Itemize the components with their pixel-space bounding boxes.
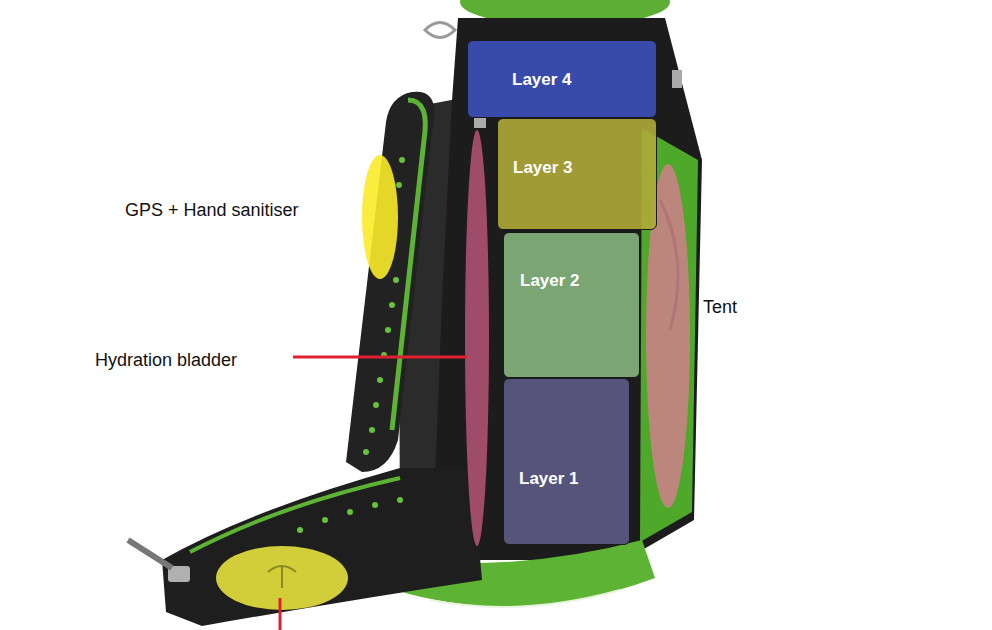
- mesh-dot: [373, 402, 379, 408]
- layer-box: Layer 2: [503, 232, 640, 378]
- mesh-dot: [385, 327, 391, 333]
- mesh-dot: [393, 277, 399, 283]
- mesh-dot: [372, 502, 378, 508]
- mesh-dot: [397, 497, 403, 503]
- layer-label: Layer 2: [520, 271, 580, 291]
- mesh-dot: [297, 527, 303, 533]
- hip-belt: [162, 468, 482, 626]
- bottom-trim: [430, 590, 620, 607]
- gps-mark: [362, 155, 398, 279]
- callout-label: GPS + Hand sanitiser: [125, 199, 299, 221]
- layer-box: Layer 3: [497, 118, 657, 230]
- leader-line: [293, 356, 467, 359]
- layer-label: Layer 3: [513, 158, 573, 178]
- shoulder-strap: [346, 92, 435, 472]
- mesh-dot: [369, 427, 375, 433]
- layer-box: Layer 4: [467, 40, 657, 118]
- top-loop: [425, 23, 455, 38]
- belt-mesh-dots: [297, 497, 403, 533]
- mesh-dot: [322, 517, 328, 523]
- buckle: [474, 118, 486, 128]
- hip-pocket-mark: [216, 546, 348, 610]
- layer-label: Layer 1: [519, 469, 579, 489]
- callout-label: Hydration bladder: [95, 349, 237, 371]
- layer-label: Layer 4: [512, 70, 572, 90]
- layer-box: Layer 1: [503, 378, 630, 545]
- strap-edging: [392, 100, 425, 430]
- mesh-dot: [399, 157, 405, 163]
- hydration-bladder-mark: [465, 130, 489, 546]
- mesh-dot: [347, 509, 353, 515]
- mesh-dot: [396, 182, 402, 188]
- belt-edging: [190, 478, 400, 552]
- logo: [268, 566, 296, 588]
- mesh-dot: [389, 302, 395, 308]
- mesh-dot: [363, 449, 369, 455]
- callout-label: Tent: [703, 296, 737, 318]
- mesh-dot: [377, 377, 383, 383]
- buckle: [672, 70, 682, 88]
- webbing: [128, 540, 172, 568]
- leader-line: [279, 598, 282, 630]
- pack-body: [432, 18, 702, 560]
